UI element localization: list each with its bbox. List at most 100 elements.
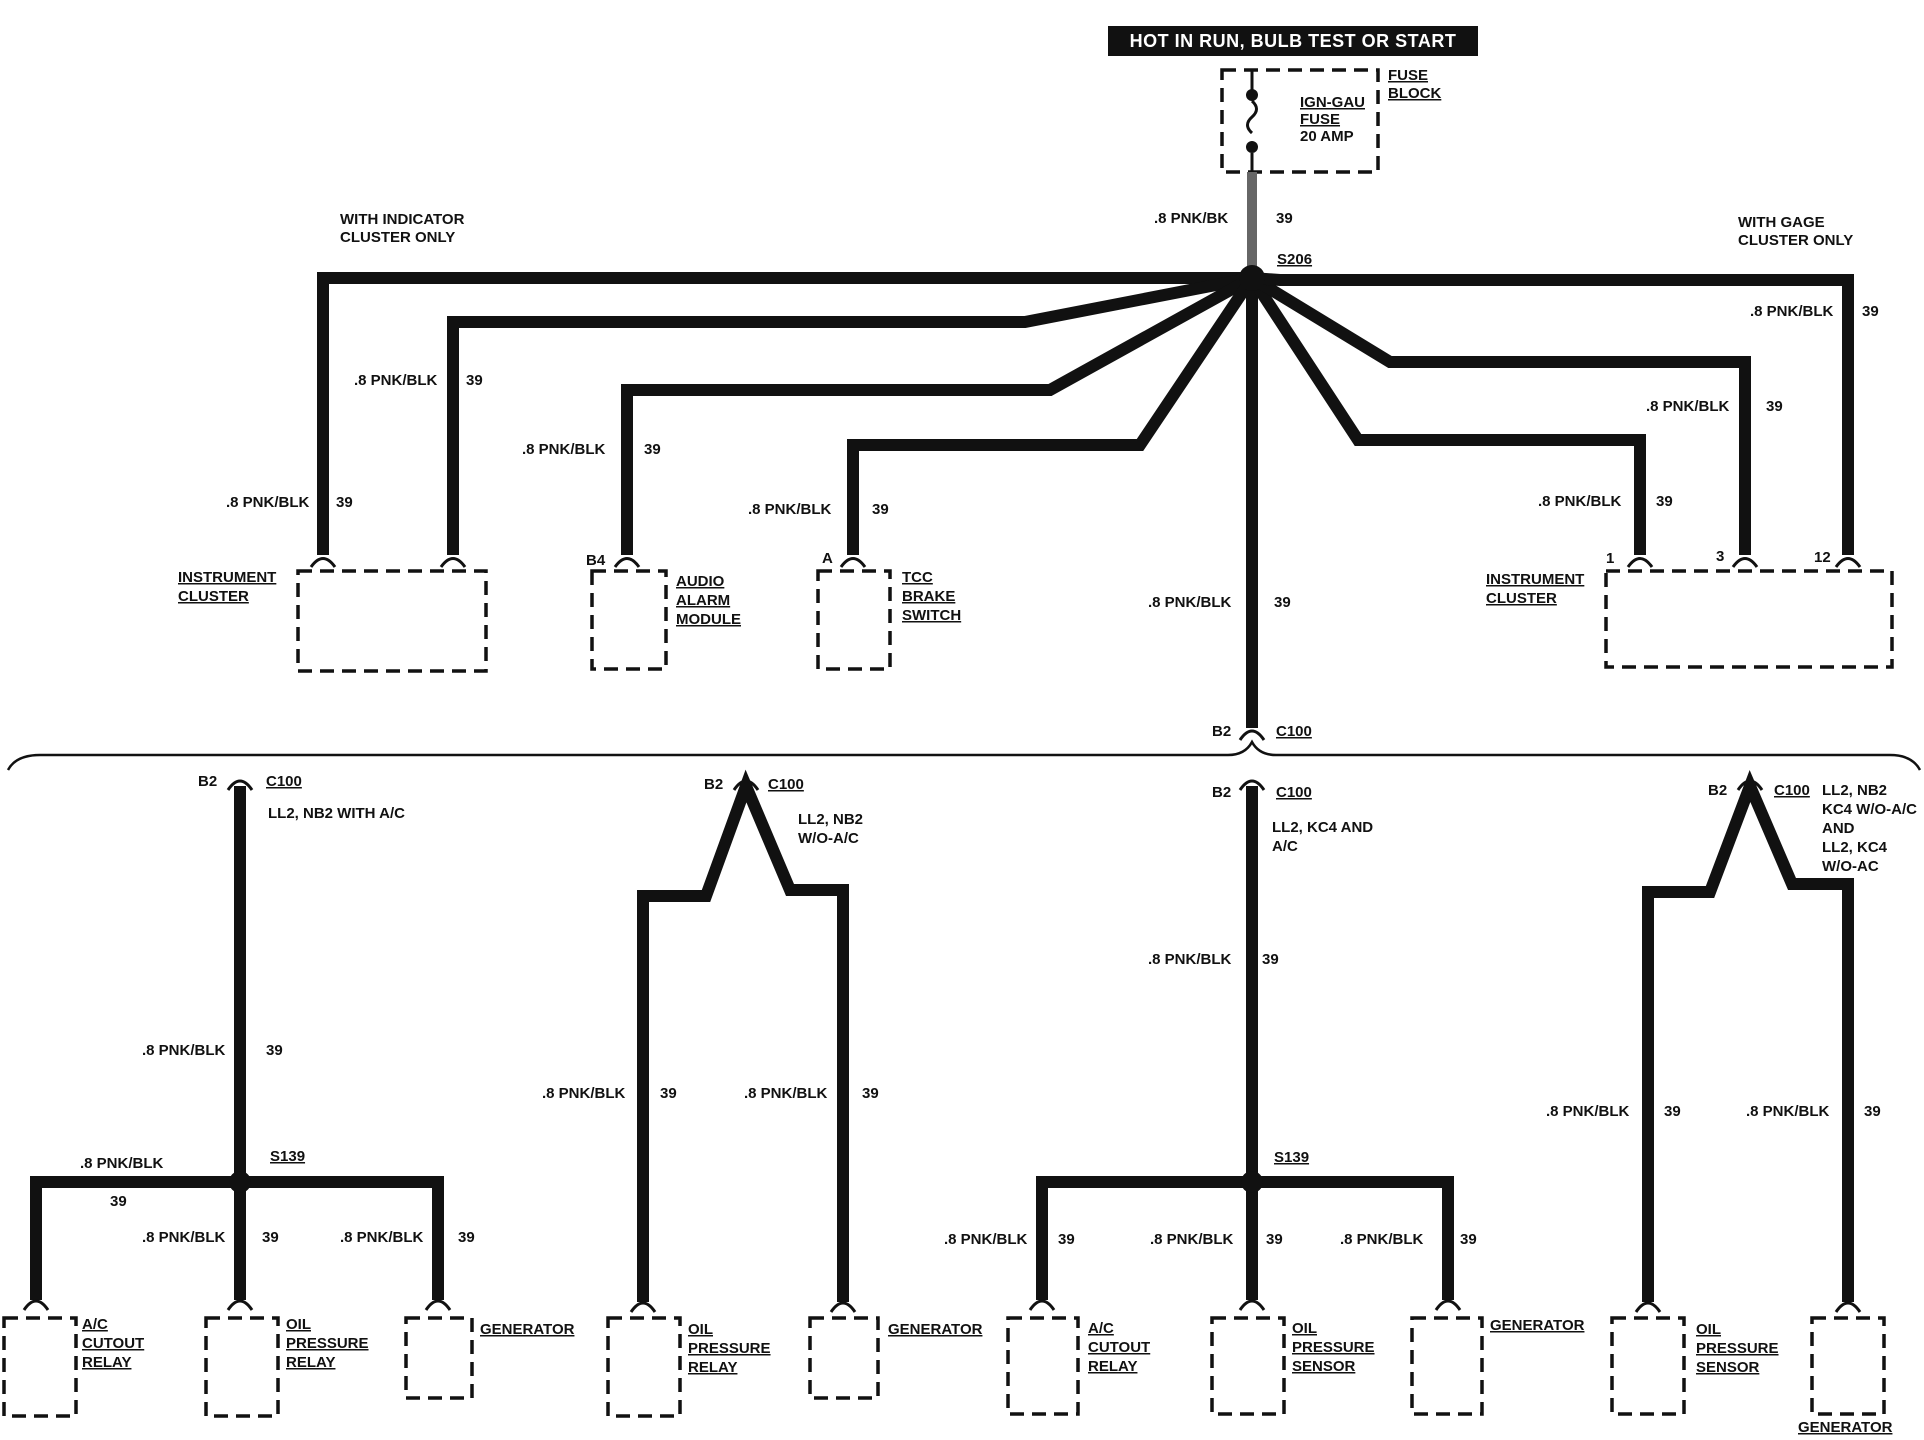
- diagram-label: A/C: [1088, 1320, 1114, 1337]
- wire-path: [309, 557, 337, 568]
- wire-path: [839, 557, 867, 568]
- diagram-label: OIL: [688, 1321, 713, 1338]
- pin-a: A: [822, 550, 833, 567]
- wire-path: [6, 739, 1922, 771]
- wire-path: [1248, 272, 1751, 555]
- wire-path: [1036, 1176, 1252, 1300]
- component-outline: [590, 569, 668, 671]
- diagram-label: RELAY: [82, 1354, 131, 1371]
- wire-label: .8 PNK/BLK: [1148, 594, 1232, 611]
- diagram-label: TCC: [902, 569, 933, 586]
- diagram-label: .8 PNK/BLK: [542, 1085, 626, 1102]
- splice-dot: [1241, 1171, 1263, 1193]
- note-gage-2: CLUSTER ONLY: [1738, 232, 1853, 249]
- wire-path: [829, 1301, 857, 1313]
- component-outline: [816, 569, 892, 671]
- diagram-label: PRESSURE: [1696, 1340, 1779, 1357]
- wire-path: [1238, 729, 1266, 741]
- diagram-label: S139: [270, 1148, 305, 1165]
- component-outline: [808, 1316, 880, 1400]
- diagram-label: OIL: [286, 1316, 311, 1333]
- diagram-label: OIL: [1292, 1320, 1317, 1337]
- diagram-label: INSTRUMENT: [178, 569, 276, 586]
- wire-path: [847, 274, 1257, 555]
- diagram-label: .8 PNK/BLK: [80, 1155, 164, 1172]
- wire-path: [439, 557, 467, 568]
- component-outline: [1410, 1316, 1484, 1416]
- wire-path: [1252, 1176, 1454, 1300]
- diagram-label: LL2, NB2: [1822, 782, 1887, 799]
- wire-path: [621, 272, 1255, 555]
- diagram-label: S139: [1274, 1149, 1309, 1166]
- diagram-label: LL2, NB2 WITH A/C: [268, 805, 405, 822]
- diagram-label: 39: [1460, 1231, 1477, 1248]
- component-outline: [204, 1316, 280, 1418]
- diagram-label: RELAY: [286, 1354, 335, 1371]
- wire-path: [30, 1176, 240, 1300]
- wire-path: [613, 557, 641, 568]
- diagram-label: 39: [1266, 1231, 1283, 1248]
- diagram-label: A/C: [1272, 838, 1298, 855]
- pin-12: 12: [1814, 549, 1831, 566]
- diagram-label: GENERATOR: [480, 1321, 575, 1338]
- audio-alarm-module: B4 AUDIO ALARM MODULE: [586, 552, 741, 671]
- component-outline: [296, 569, 488, 673]
- splice-s206: [1239, 265, 1265, 291]
- splice-s206-label: S206: [1277, 251, 1312, 268]
- variant-3: B2 C100 LL2, KC4 AND A/C S139 .8 PNK/BLK…: [944, 779, 1585, 1416]
- component-outline: [1220, 68, 1380, 174]
- wire-label: .8 PNK/BLK: [522, 441, 606, 458]
- diagram-label: 39: [862, 1085, 879, 1102]
- wire-circuit: 39: [1766, 398, 1783, 415]
- diagram-label: LL2, NB2: [798, 811, 863, 828]
- diagram-label: PRESSURE: [688, 1340, 771, 1357]
- diagram-label: .8 PNK/BLK: [1340, 1231, 1424, 1248]
- diagram-label: B2: [1708, 782, 1727, 799]
- wire-circuit: 39: [1274, 594, 1291, 611]
- variant-4: B2 C100 LL2, NB2 KC4 W/O-A/C AND LL2, KC…: [1546, 769, 1917, 1436]
- wire-path: [317, 272, 1252, 555]
- diagram-label: .8 PNK/BLK: [1746, 1103, 1830, 1120]
- diagram-label: 39: [1864, 1103, 1881, 1120]
- wire-path: [1834, 1301, 1862, 1313]
- diagram-label: PRESSURE: [1292, 1339, 1375, 1356]
- wire-path: [1238, 1299, 1266, 1311]
- note-indicator-2: CLUSTER ONLY: [340, 229, 455, 246]
- note-indicator-1: WITH INDICATOR: [340, 211, 465, 228]
- diagram-label: B2: [198, 773, 217, 790]
- diagram-label: CUTOUT: [1088, 1339, 1150, 1356]
- wire-circuit: 39: [336, 494, 353, 511]
- component-outline: [1210, 1316, 1286, 1416]
- wire-label: .8 PNK/BLK: [354, 372, 438, 389]
- diagram-label: 39: [266, 1042, 283, 1059]
- diagram-label: .8 PNK/BLK: [142, 1042, 226, 1059]
- wire-path: [637, 769, 849, 1302]
- diagram-label: C100: [1276, 723, 1312, 740]
- wire-path: [629, 1301, 657, 1313]
- wire-circuit: 39: [872, 501, 889, 518]
- diagram-label: SENSOR: [1292, 1358, 1356, 1375]
- diagram-label: LL2, KC4: [1822, 839, 1888, 856]
- wire-path: [226, 779, 254, 791]
- diagram-label: 39: [660, 1085, 677, 1102]
- banner-text: HOT IN RUN, BULB TEST OR START: [1130, 31, 1457, 51]
- wire-label: .8 PNK/BLK: [748, 501, 832, 518]
- diagram-label: .8 PNK/BLK: [142, 1229, 226, 1246]
- diagram-label: 39: [110, 1193, 127, 1210]
- wire-path: [424, 1299, 452, 1311]
- diagram-label: GENERATOR: [1490, 1317, 1585, 1334]
- splice-dot: [229, 1171, 251, 1193]
- fuse-block: IGN-GAU FUSE 20 AMP FUSE BLOCK: [1220, 67, 1441, 174]
- wire-circuit: 39: [1656, 493, 1673, 510]
- wire-label: .8 PNK/BLK: [226, 494, 310, 511]
- diagram-label: A/C: [82, 1316, 108, 1333]
- component-outline: [2, 1316, 78, 1418]
- diagram-label: .8 PNK/BLK: [1148, 951, 1232, 968]
- splice-dot: [1246, 141, 1258, 153]
- diagram-label: LL2, KC4 AND: [1272, 819, 1373, 836]
- diagram-label: GENERATOR: [888, 1321, 983, 1338]
- diagram-label: AUDIO: [676, 573, 725, 590]
- wire-path: [1626, 557, 1654, 568]
- fuse-rating: 20 AMP: [1300, 128, 1354, 145]
- component-outline: [1604, 569, 1894, 669]
